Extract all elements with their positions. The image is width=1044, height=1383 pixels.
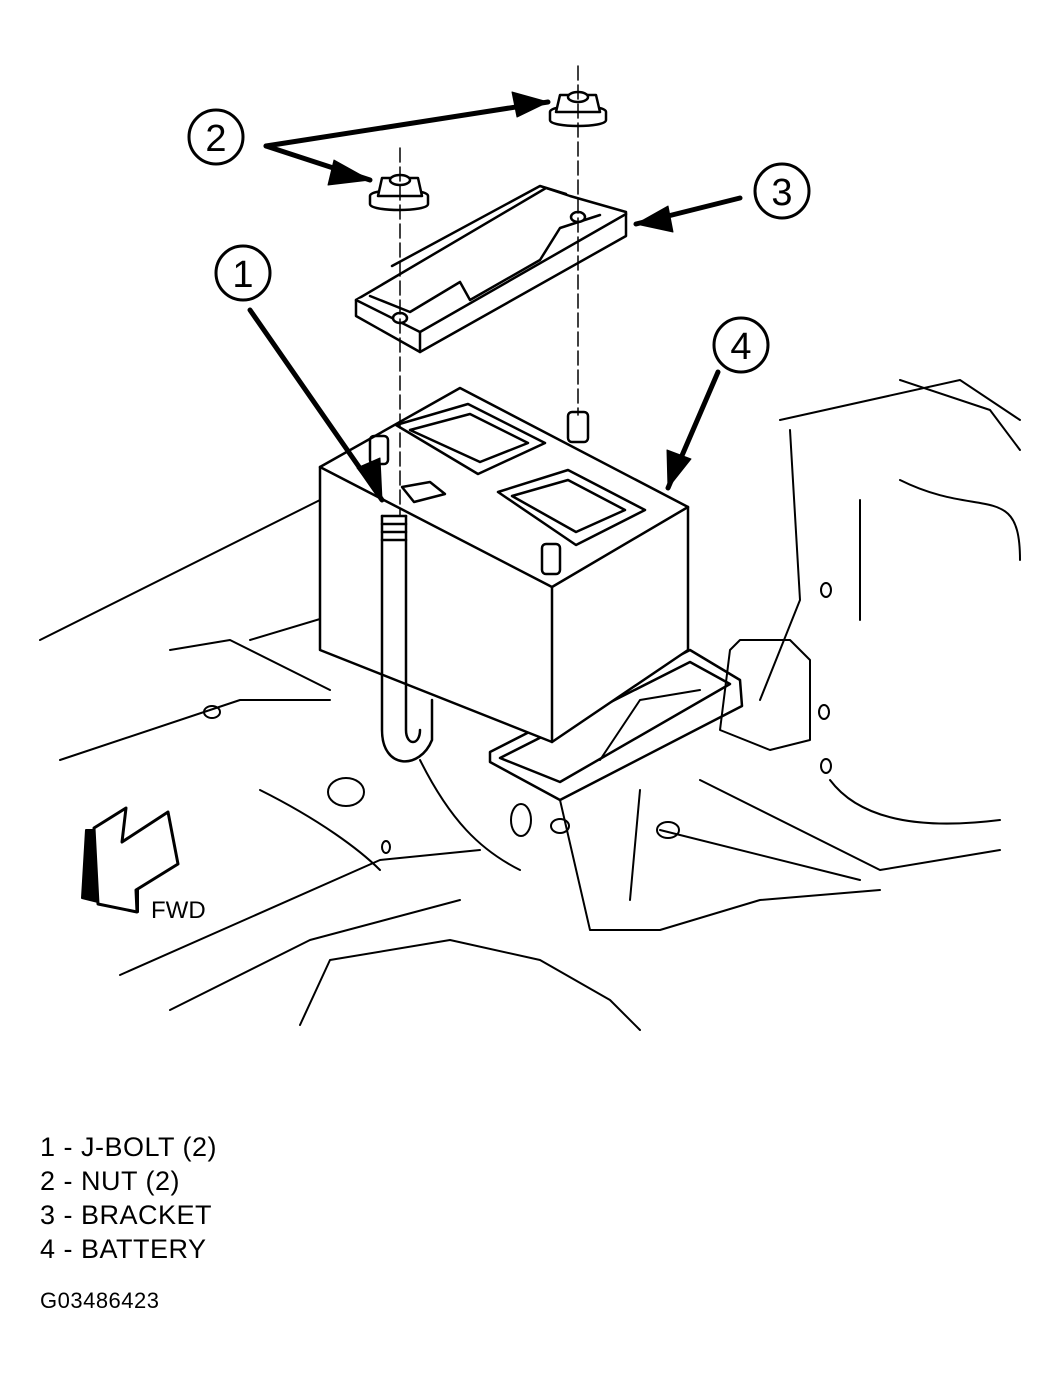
nut-left bbox=[368, 173, 430, 212]
callout-4: 4 bbox=[712, 316, 770, 374]
bracket bbox=[354, 184, 628, 354]
callout-2: 2 bbox=[187, 108, 245, 166]
callout-3-number: 3 bbox=[771, 172, 792, 214]
legend-item: 1 - J-BOLT (2) bbox=[40, 1132, 218, 1162]
alignment-lines bbox=[399, 65, 579, 516]
legend-item: 3 - BRACKET bbox=[40, 1200, 213, 1230]
callout-4-number: 4 bbox=[730, 326, 751, 368]
battery-tray bbox=[488, 648, 744, 802]
callout-3: 3 bbox=[753, 162, 811, 220]
parts-legend: 1 - J-BOLT (2) 2 - NUT (2) 3 - BRACKET 4… bbox=[40, 1130, 217, 1266]
vehicle-body-lines bbox=[39, 379, 1021, 1031]
battery bbox=[318, 386, 690, 744]
legend-item: 4 - BATTERY bbox=[40, 1234, 207, 1264]
figure-id: G03486423 bbox=[40, 1288, 160, 1313]
callout-2-number: 2 bbox=[205, 118, 226, 160]
fwd-label: FWD bbox=[151, 897, 206, 924]
legend-item: 2 - NUT (2) bbox=[40, 1166, 181, 1196]
j-bolt bbox=[380, 514, 434, 763]
fwd-direction-arrow: FWD bbox=[81, 806, 206, 924]
callout-leaders bbox=[247, 91, 743, 503]
battery-holddown-diagram: 1 2 3 4 FWD bbox=[39, 65, 1021, 1031]
callout-1: 1 bbox=[214, 244, 272, 302]
callout-1-number: 1 bbox=[232, 254, 253, 296]
